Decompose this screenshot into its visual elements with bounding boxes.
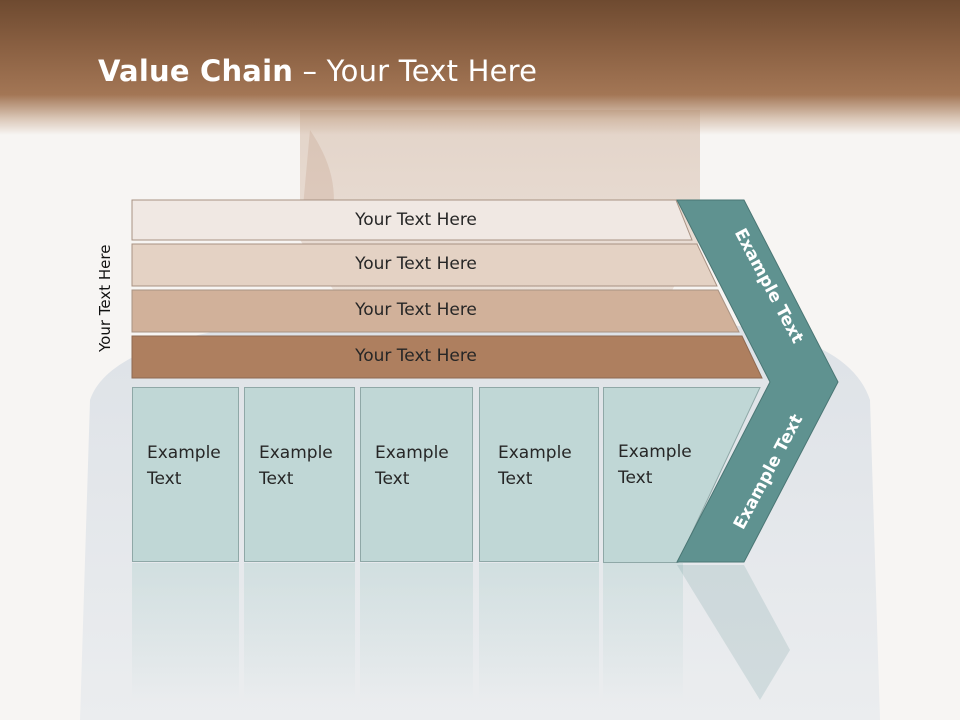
column-2-line2: Text: [259, 469, 294, 489]
column-5-reflection: [603, 563, 683, 703]
row-2-shape: [131, 243, 718, 287]
slide-title: Value Chain – Your Text Here: [98, 54, 537, 88]
column-3-line1: Example: [375, 443, 449, 463]
title-rest: – Your Text Here: [293, 54, 538, 88]
chevron-reflection: [677, 565, 790, 700]
column-1-line2: Text: [147, 469, 182, 489]
title-bold: Value Chain: [98, 54, 294, 88]
row-4-label: Your Text Here: [355, 346, 477, 366]
column-1-line1: Example: [147, 443, 221, 463]
column-3-line2: Text: [375, 469, 410, 489]
row-1-label: Your Text Here: [355, 210, 477, 230]
column-3-reflection: [360, 563, 473, 703]
column-5-line1: Example: [618, 442, 692, 462]
row-3-shape: [131, 289, 740, 333]
row-4-shape: [131, 335, 763, 379]
column-4-reflection: [479, 563, 599, 703]
column-4-line2: Text: [498, 469, 533, 489]
chevron-shape: [676, 199, 839, 563]
header-band: [0, 0, 960, 135]
column-5-line2: Text: [618, 468, 653, 488]
column-4-line1: Example: [498, 443, 572, 463]
row-1-shape: [131, 199, 693, 241]
column-2-reflection: [244, 563, 355, 703]
column-2-line1: Example: [259, 443, 333, 463]
column-1-reflection: [132, 563, 239, 703]
row-2-label: Your Text Here: [355, 254, 477, 274]
row-3-label: Your Text Here: [355, 300, 477, 320]
